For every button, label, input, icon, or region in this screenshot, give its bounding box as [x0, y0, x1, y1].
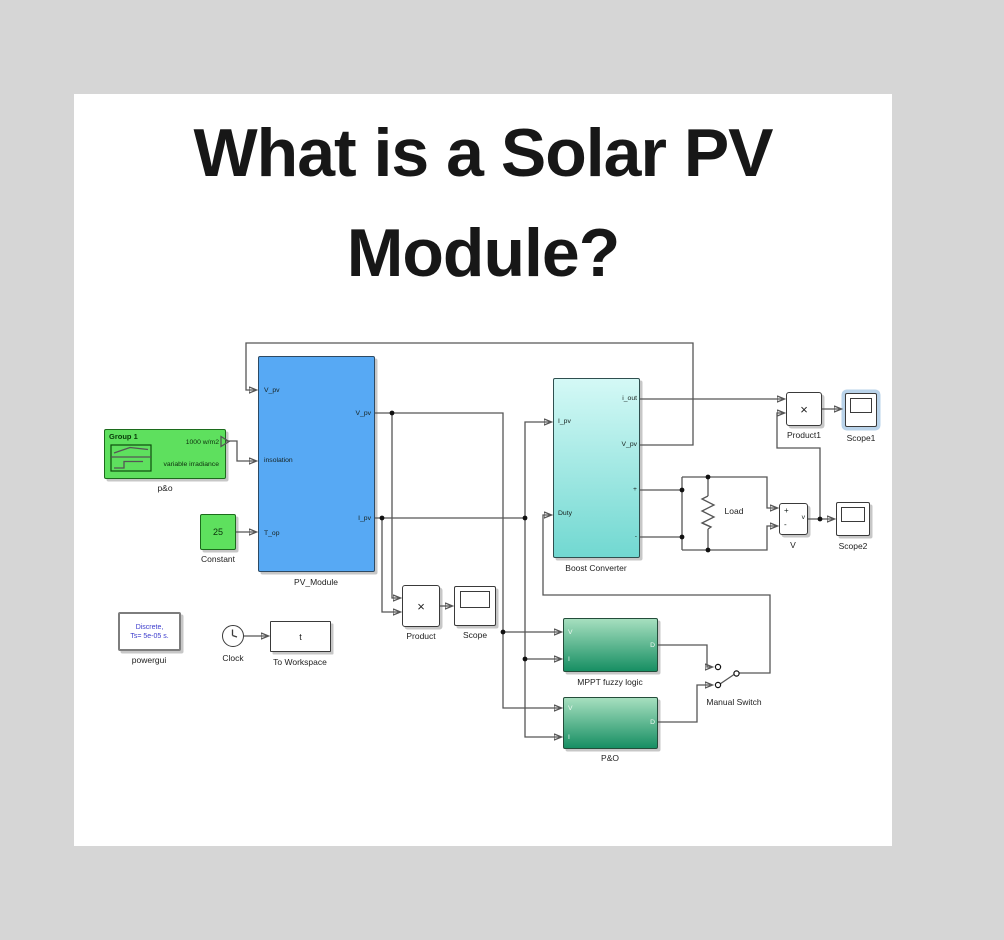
- page-title: What is a Solar PV Module?: [74, 103, 892, 303]
- scope-screen-icon: [850, 398, 872, 413]
- manual-switch-label: Manual Switch: [706, 697, 762, 707]
- voltage-measurement-label: V: [790, 540, 796, 550]
- to-workspace-label: To Workspace: [273, 657, 327, 667]
- load-label: Load: [724, 506, 744, 516]
- powergui-label: powergui: [131, 655, 167, 665]
- multiply-icon: ×: [800, 401, 808, 417]
- mppt-fuzzy-logic-label: MPPT fuzzy logic: [577, 677, 643, 687]
- irradiance-value: 1000 w/m2: [185, 439, 219, 446]
- clock-label: Clock: [222, 653, 244, 663]
- to-workspace-block[interactable]: t: [270, 621, 331, 652]
- multiply-icon: ×: [417, 598, 425, 614]
- product-block[interactable]: ×: [402, 585, 440, 627]
- pv-out-vpv: V_pv: [355, 410, 372, 417]
- constant-value: 25: [212, 527, 223, 537]
- voltage-measurement-block[interactable]: + - v: [779, 503, 808, 535]
- pv-in-vpv: V_pv: [264, 387, 280, 394]
- boost-converter-label: Boost Converter: [565, 563, 627, 573]
- pv-in-insolation: insolation: [264, 457, 293, 464]
- powergui-line1: Discrete,: [135, 623, 164, 631]
- clock-block[interactable]: [222, 625, 244, 647]
- scope-block[interactable]: [454, 586, 496, 626]
- powergui-block[interactable]: Discrete, Ts= 5e-05 s.: [118, 612, 181, 651]
- vmeas-out: v: [801, 514, 805, 521]
- boost-in-ipv: I_pv: [558, 418, 571, 425]
- mppt-out-d: D: [650, 642, 655, 649]
- signal-builder-tab: Group 1: [109, 432, 138, 441]
- boost-out-plus: +: [633, 486, 637, 493]
- signal-builder-label: p&o: [157, 483, 173, 493]
- boost-out-iout: i_out: [622, 395, 637, 402]
- scope-screen-icon: [460, 591, 490, 608]
- signal-builder-block[interactable]: Group 1 1000 w/m2 variable irradiance: [104, 429, 226, 479]
- pv-out-ipv: I_pv: [358, 515, 371, 522]
- pando-label: P&O: [601, 753, 619, 763]
- load-block[interactable]: [698, 477, 718, 550]
- mppt-fuzzy-logic-block[interactable]: V I D: [563, 618, 658, 672]
- scope-screen-icon: [841, 507, 865, 522]
- pv-in-top: T_op: [264, 530, 280, 537]
- clock-icon: [231, 629, 238, 638]
- product1-label: Product1: [786, 430, 822, 440]
- title-line-2: Module?: [346, 215, 621, 291]
- product-label: Product: [406, 631, 436, 641]
- boost-converter-block[interactable]: I_pv Duty i_out V_pv + -: [553, 378, 640, 558]
- pando-out-d: D: [650, 719, 655, 726]
- boost-out-minus: -: [634, 533, 637, 540]
- scope2-block[interactable]: [836, 502, 870, 536]
- powergui-line2: Ts= 5e-05 s.: [130, 632, 169, 640]
- to-workspace-value: t: [299, 631, 302, 642]
- vmeas-minus: -: [784, 520, 787, 529]
- scope1-block[interactable]: [845, 393, 877, 427]
- scope2-label: Scope2: [838, 541, 868, 551]
- title-line-1: What is a Solar PV: [193, 115, 773, 191]
- pando-in-v: V: [568, 705, 573, 712]
- pando-block[interactable]: V I D: [563, 697, 658, 749]
- pv-module-label: PV_Module: [294, 577, 338, 587]
- constant-label: Constant: [200, 554, 236, 564]
- scope-label: Scope: [462, 630, 488, 640]
- irradiance-label: variable irradiance: [163, 461, 219, 468]
- boost-out-vpv: V_pv: [621, 441, 638, 448]
- manual-switch-block[interactable]: [710, 658, 748, 692]
- mppt-in-v: V: [568, 629, 573, 636]
- scope1-label: Scope1: [846, 433, 876, 443]
- pando-in-i: I: [568, 734, 570, 741]
- pv-module-block[interactable]: V_pv insolation T_op V_pv I_pv: [258, 356, 375, 572]
- constant-block[interactable]: 25: [200, 514, 236, 550]
- product1-block[interactable]: ×: [786, 392, 822, 426]
- mppt-in-i: I: [568, 656, 570, 663]
- boost-in-duty: Duty: [558, 510, 572, 517]
- vmeas-plus: +: [784, 506, 789, 515]
